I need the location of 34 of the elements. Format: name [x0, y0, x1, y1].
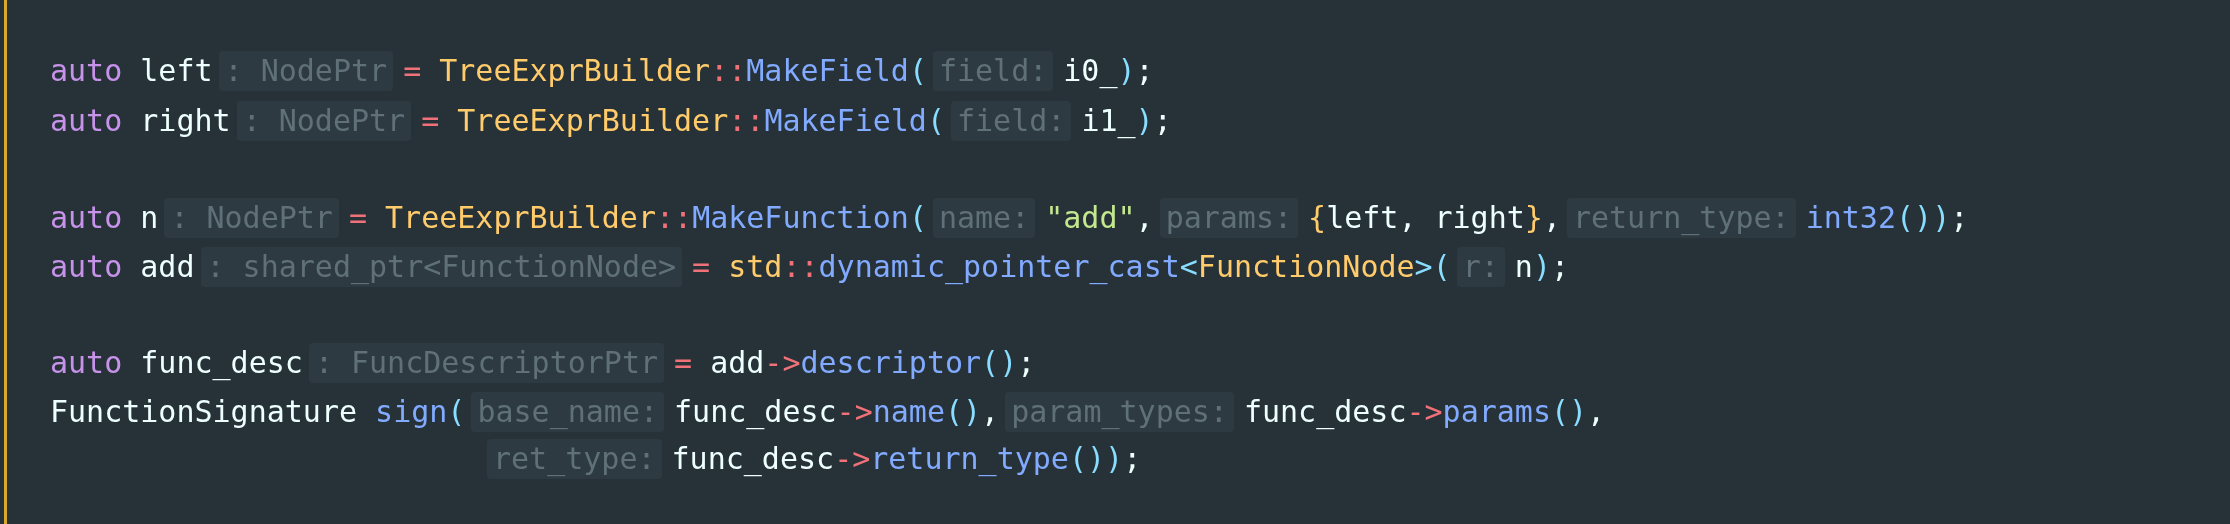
inlay-hint: params: — [1159, 198, 1299, 238]
code-text: = TreeExprBuilder::MakeField( — [421, 102, 945, 140]
inlay-hint: field: — [932, 51, 1054, 91]
code-text: i1_); — [1081, 102, 1172, 141]
code-text: {left, right}, — [1308, 199, 1561, 237]
code-text: FunctionSignature sign( — [50, 393, 466, 431]
inlay-hint: field: — [951, 101, 1072, 141]
inlay-hint: return_type: — [1566, 198, 1796, 238]
inlay-hint: : FuncDescriptorPtr — [308, 343, 665, 383]
code-text: auto right — [50, 102, 231, 140]
code-text: func_desc->name(), — [674, 393, 1000, 432]
code-text: = TreeExprBuilder::MakeFunction( — [348, 199, 927, 237]
inlay-hint: : NodePtr — [218, 51, 394, 91]
code-text: func_desc->params(), — [1243, 393, 1606, 432]
inlay-hint: r: — [1456, 247, 1505, 287]
code-text: int32()); — [1805, 199, 1969, 237]
inlay-hint: : NodePtr — [236, 101, 412, 141]
code-text: = TreeExprBuilder::MakeField( — [403, 52, 927, 90]
code-text: = add->descriptor(); — [674, 344, 1036, 382]
inlay-hint: : NodePtr — [164, 198, 339, 238]
inlay-hint: param_types: — [1005, 392, 1234, 432]
code-text: i0_); — [1063, 52, 1154, 91]
inlay-hint: : shared_ptr<FunctionNode> — [200, 247, 683, 287]
inlay-hint: ret_type: — [487, 439, 662, 479]
code-text: = std::dynamic_pointer_cast<FunctionNode>( — [692, 248, 1451, 287]
inlay-hint: base_name: — [471, 392, 665, 432]
code-text: auto add — [50, 248, 195, 286]
code-text: "add", — [1045, 199, 1154, 237]
code-text: n); — [1514, 248, 1570, 286]
code-text: auto n — [50, 199, 159, 237]
code-text: func_desc->return_type()); — [671, 440, 1142, 479]
code-text: auto func_desc — [50, 344, 303, 383]
inlay-hint: name: — [932, 198, 1036, 238]
code-text: auto left — [50, 52, 213, 90]
